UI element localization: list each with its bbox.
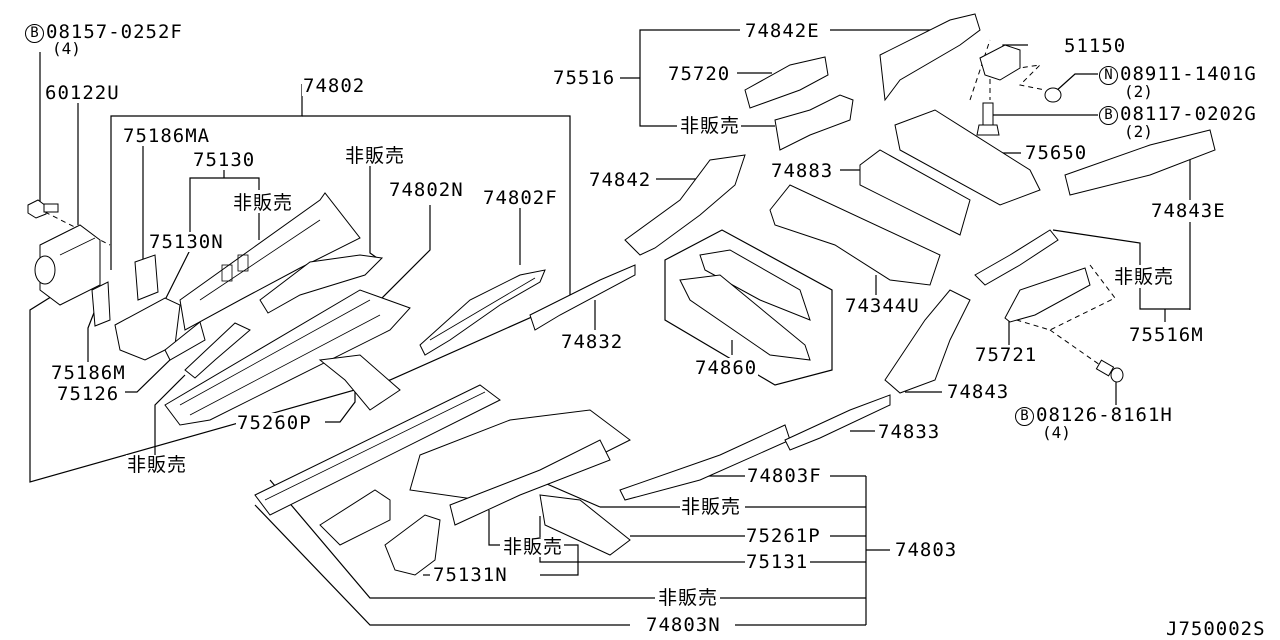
part-label-74883[interactable]: 74883 (770, 160, 835, 182)
part-label-74842E[interactable]: 74842E (744, 20, 821, 42)
fastener-08157-qty: (4) (52, 39, 81, 58)
part-label-75720[interactable]: 75720 (667, 63, 732, 85)
part-75186MA (134, 254, 159, 301)
part-nfs-right (974, 229, 1059, 286)
fastener-08911-qty: (2) (1124, 82, 1153, 101)
part-nfs-curved (774, 94, 854, 151)
bolt-08126 (1095, 359, 1124, 383)
part-shapes (27, 13, 1216, 576)
part-74803N (254, 384, 501, 516)
part-label-74832[interactable]: 74832 (560, 331, 625, 353)
part-label-75131[interactable]: 75131 (745, 551, 810, 573)
not-for-sale-label: 非販売 (502, 536, 565, 558)
part-75720 (744, 56, 829, 109)
part-75650 (894, 109, 1041, 206)
nut-08911 (1044, 87, 1062, 103)
bolt-symbol-icon: B (25, 24, 44, 43)
part-51150 (979, 44, 1021, 81)
part-label-75126[interactable]: 75126 (56, 383, 121, 405)
not-for-sale-label: 非販売 (344, 145, 407, 167)
part-label-74803F[interactable]: 74803F (746, 465, 823, 487)
part-74860 (664, 229, 833, 386)
part-label-75260P[interactable]: 75260P (236, 412, 313, 434)
part-74883 (859, 149, 971, 236)
not-for-sale-label: 非販売 (679, 115, 742, 137)
part-74842E (879, 13, 981, 102)
part-label-74803[interactable]: 74803 (894, 539, 959, 561)
bolt-08117 (976, 102, 1000, 136)
part-label-75261P[interactable]: 75261P (745, 525, 822, 547)
part-label-75650[interactable]: 75650 (1024, 142, 1089, 164)
part-label-75130N[interactable]: 75130N (148, 231, 225, 253)
part-label-74843E[interactable]: 74843E (1150, 200, 1227, 222)
part-74843E (1064, 129, 1216, 196)
part-75186M (91, 281, 111, 327)
nut-symbol-icon: N (1099, 66, 1118, 85)
not-for-sale-label: 非販売 (657, 587, 720, 609)
part-label-75186M[interactable]: 75186M (50, 362, 127, 384)
part-label-74843[interactable]: 74843 (946, 381, 1011, 403)
part-label-74860[interactable]: 74860 (694, 357, 759, 379)
not-for-sale-label: 非販売 (232, 192, 295, 214)
not-for-sale-label: 非販売 (680, 496, 743, 518)
part-74842 (624, 154, 746, 256)
part-label-75131N[interactable]: 75131N (432, 564, 509, 586)
part-75260P (318, 354, 401, 411)
part-75721 (1004, 267, 1091, 323)
part-74832 (529, 264, 636, 331)
part-75130 (179, 192, 361, 331)
part-label-74842[interactable]: 74842 (588, 169, 653, 191)
part-60122U (34, 224, 101, 306)
part-label-75516M[interactable]: 75516M (1128, 324, 1205, 346)
part-label-74802F[interactable]: 74802F (482, 187, 559, 209)
part-label-51150[interactable]: 51150 (1063, 35, 1128, 57)
part-label-75721[interactable]: 75721 (974, 344, 1039, 366)
fastener-08117-qty: (2) (1124, 122, 1153, 141)
part-74344U (769, 184, 941, 286)
not-for-sale-label: 非販売 (126, 454, 189, 476)
part-nfs-lower (184, 322, 251, 379)
part-label-74344U[interactable]: 74344U (844, 295, 921, 317)
part-nfs-upper (259, 254, 384, 314)
bolt-08157 (27, 199, 59, 219)
fastener-08126-qty: (4) (1042, 423, 1071, 442)
part-label-60122U[interactable]: 60122U (44, 82, 121, 104)
not-for-sale-label: 非販売 (1113, 266, 1176, 288)
bolt-symbol-icon: B (1015, 407, 1034, 426)
part-74802N (164, 289, 411, 426)
part-75131N (384, 514, 441, 576)
part-74802F (419, 269, 546, 356)
part-label-75130[interactable]: 75130 (192, 149, 257, 171)
part-label-74803N[interactable]: 74803N (645, 614, 722, 636)
part-label-74833[interactable]: 74833 (877, 421, 942, 443)
part-label-75186MA[interactable]: 75186MA (122, 125, 212, 147)
diagram-code: J750002S (1165, 618, 1267, 640)
part-74833 (784, 394, 891, 451)
part-74843 (884, 289, 971, 394)
part-75261P (539, 494, 631, 556)
part-75126 (164, 321, 206, 361)
part-nfs-panel (449, 439, 611, 526)
part-74803F (619, 424, 791, 501)
part-label-74802[interactable]: 74802 (302, 75, 367, 97)
part-label-74802N[interactable]: 74802N (388, 179, 465, 201)
bolt-symbol-icon: B (1099, 106, 1118, 125)
part-nfs-box (319, 489, 391, 546)
part-label-75516[interactable]: 75516 (552, 67, 617, 89)
